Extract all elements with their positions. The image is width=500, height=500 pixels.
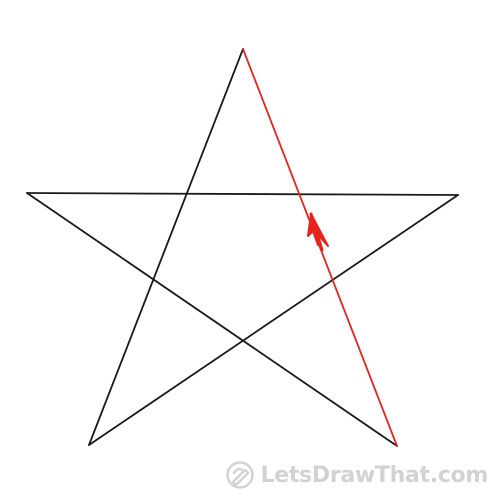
arrow-up-icon [307, 212, 329, 252]
star-stroke-left-to-bottom-right [26, 192, 398, 447]
watermark-text: LetsDrawThat.com [260, 462, 489, 488]
star-stroke-right-to-left [26, 192, 459, 196]
pencil-brush-logo-icon [225, 461, 254, 489]
star-stroke-bottom-left-to-right [88, 194, 459, 446]
star-stroke-top-to-bottom-left [88, 48, 244, 446]
watermark: LetsDrawThat.com [225, 460, 489, 490]
